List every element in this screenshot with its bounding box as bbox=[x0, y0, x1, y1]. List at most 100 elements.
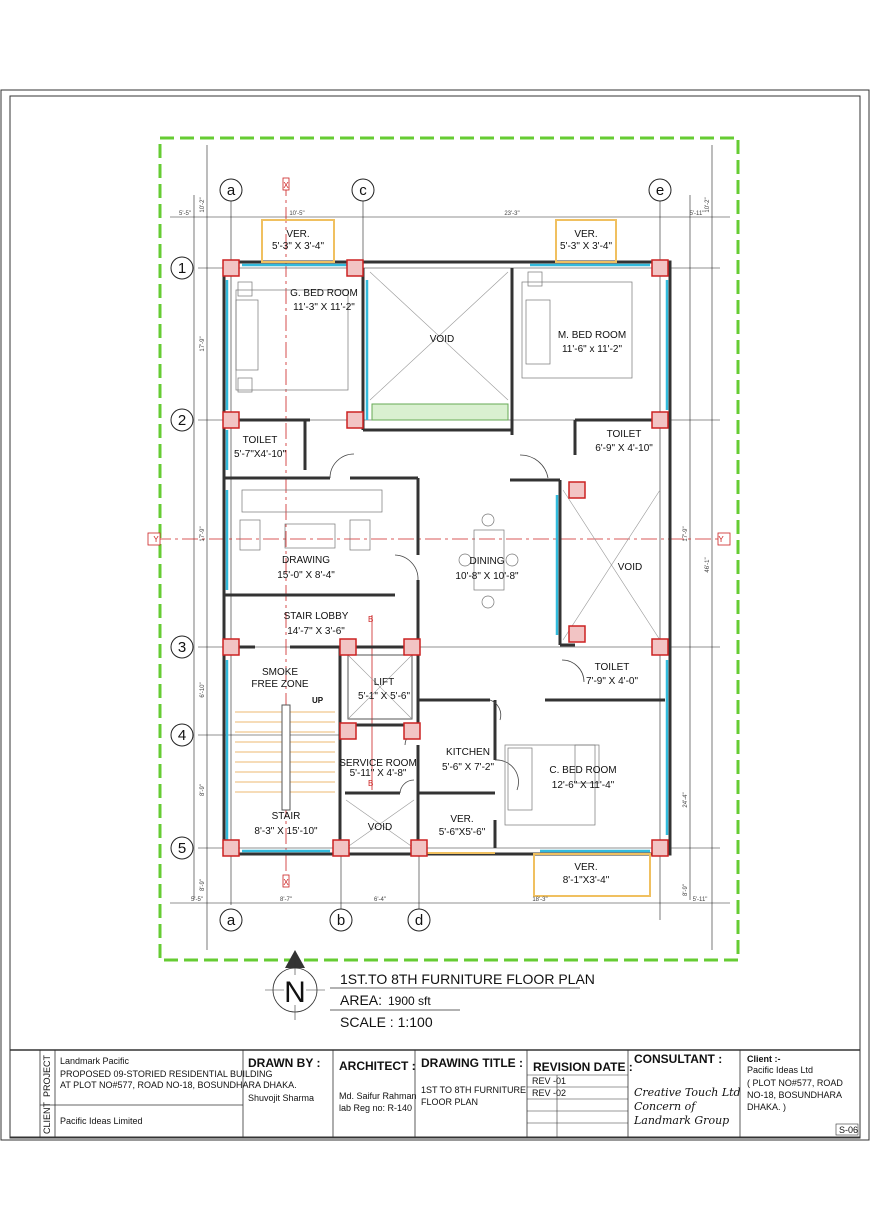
section-b-bottom-label: B bbox=[368, 779, 373, 788]
tb-architect-reg: lab Reg no: R-140 bbox=[339, 1103, 412, 1113]
axis-row-3: 3 bbox=[170, 635, 194, 659]
tb-sheet-number: S-06 bbox=[839, 1125, 858, 1135]
section-y-right-label: Y bbox=[718, 535, 724, 544]
tb-client-label: Client :- bbox=[747, 1054, 781, 1064]
tb-client-tag: CLIENT bbox=[42, 1101, 52, 1134]
plan-area-label: AREA: bbox=[340, 992, 382, 1008]
room-void-bottom-name: VOID bbox=[368, 822, 392, 833]
site-boundary bbox=[158, 136, 740, 962]
section-y-left-marker bbox=[147, 532, 161, 546]
room-service-name: SERVICE ROOM bbox=[339, 758, 417, 769]
structural-column bbox=[346, 411, 364, 429]
axis-row-1: 1 bbox=[170, 256, 194, 280]
room-stair-name: STAIR bbox=[272, 811, 301, 822]
structural-column bbox=[222, 259, 240, 277]
room-stair-lobby-size: 14'-7" X 3'-6" bbox=[287, 626, 345, 637]
axis-row-2: 2 bbox=[170, 408, 194, 432]
dimension-labels: 5'-5" 10'-5" 23'-3" 5'-11" 5'-5" 8'-7" 6… bbox=[179, 197, 711, 903]
verandah-top-right bbox=[555, 219, 617, 263]
tb-drawing-title-label: DRAWING TITLE : bbox=[421, 1056, 523, 1070]
room-ver-top-left-name: VER. bbox=[286, 229, 309, 240]
room-ver-top-right-name: VER. bbox=[574, 229, 597, 240]
structural-column bbox=[222, 839, 240, 857]
tb-consultant-label: CONSULTANT : bbox=[634, 1052, 722, 1066]
tb-rev1: REV -01 bbox=[532, 1076, 566, 1086]
dim-right-1: 17'-9" bbox=[683, 526, 689, 541]
planter-strip bbox=[371, 403, 509, 421]
axis-col-a-top-label: a bbox=[227, 182, 236, 199]
room-dining-size: 10'-8" X 10'-8" bbox=[455, 571, 519, 582]
tb-consultant-1: Creative Touch Ltd bbox=[634, 1086, 741, 1099]
room-m-bed-size: 11'-6" x 11'-2" bbox=[562, 344, 622, 355]
tb-project-line1: PROPOSED 09-STORIED RESIDENTIAL BUILDING bbox=[60, 1069, 273, 1079]
section-y-left-label: Y bbox=[153, 535, 159, 544]
room-toilet-left-size: 5'-7"X4'-10" bbox=[234, 449, 287, 460]
axis-row-2-label: 2 bbox=[178, 412, 186, 429]
dim-top-1: 10'-5" bbox=[289, 211, 304, 217]
dim-top-3: 5'-11" bbox=[690, 211, 705, 217]
grid-axis-bubbles: a c e a b d 1 2 3 4 5 bbox=[170, 178, 672, 932]
room-ver-top-left-size: 5'-3" X 3'-4" bbox=[272, 241, 325, 252]
north-arrow: N bbox=[265, 950, 325, 1020]
room-m-bed-name: M. BED ROOM bbox=[558, 330, 626, 341]
section-x-bottom-marker bbox=[282, 874, 290, 888]
room-ver-kitchen-size: 5'-6"X5'-6" bbox=[439, 827, 486, 838]
tb-client-4: DHAKA. ) bbox=[747, 1102, 786, 1112]
structural-column bbox=[403, 638, 421, 656]
room-kitchen-name: KITCHEN bbox=[446, 747, 490, 758]
tb-drawing-title-2: FLOOR PLAN bbox=[421, 1097, 478, 1107]
structural-column bbox=[339, 638, 357, 656]
title-block: PROJECT CLIENT Landmark Pacific PROPOSED… bbox=[9, 1049, 861, 1138]
tb-client-name: Pacific Ideas Limited bbox=[60, 1116, 143, 1126]
room-stair-size: 8'-3" X 15'-10" bbox=[254, 826, 318, 837]
structural-column bbox=[403, 722, 421, 740]
dim-bottom-4: 5'-11" bbox=[693, 897, 708, 903]
axis-col-d-bottom-label: d bbox=[415, 912, 423, 929]
structural-column bbox=[346, 259, 364, 277]
structural-column bbox=[222, 411, 240, 429]
sheet-number-box bbox=[835, 1123, 859, 1136]
axis-col-e-top: e bbox=[648, 178, 672, 202]
structural-column bbox=[339, 722, 357, 740]
tb-architect-label: ARCHITECT : bbox=[339, 1059, 416, 1073]
structural-column bbox=[651, 259, 669, 277]
tb-client-1: Pacific Ideas Ltd bbox=[747, 1065, 813, 1075]
axis-col-a-bottom-label: a bbox=[227, 912, 236, 929]
dim-bottom-0: 5'-5" bbox=[191, 897, 203, 903]
room-ver-kitchen-name: VER. bbox=[450, 814, 473, 825]
tb-project-line2: AT PLOT NO#577, ROAD NO-18, BOSUNDHARA D… bbox=[60, 1080, 297, 1090]
room-drawing-size: 15'-0" X 8'-4" bbox=[277, 570, 335, 581]
room-toilet-c-name: TOILET bbox=[595, 662, 630, 673]
axis-row-3-label: 3 bbox=[178, 639, 186, 656]
structural-columns bbox=[222, 259, 669, 857]
stair-handrail-divider bbox=[281, 704, 291, 811]
tb-rev2: REV -02 bbox=[532, 1088, 566, 1098]
tb-consultant-3: Landmark Group bbox=[633, 1114, 729, 1127]
room-g-bed-size: 11'-3" X 11'-2" bbox=[293, 302, 355, 313]
dim-bottom-3: 18'-3" bbox=[532, 897, 547, 903]
room-lift-name: LIFT bbox=[374, 677, 395, 688]
tb-client-3: NO-18, BOSUNDHARA bbox=[747, 1090, 842, 1100]
room-g-bed-name: G. BED ROOM bbox=[290, 288, 358, 299]
room-void-top-name: VOID bbox=[430, 334, 454, 345]
dim-left-2: 17'-9" bbox=[200, 526, 206, 541]
walls bbox=[222, 260, 672, 856]
axis-col-a-bottom: a bbox=[219, 908, 243, 932]
dim-left-1: 17'-9" bbox=[200, 336, 206, 351]
stair-up-label: UP bbox=[312, 696, 324, 705]
room-c-bed-name: C. BED ROOM bbox=[549, 765, 616, 776]
lift-shaft bbox=[347, 654, 413, 720]
tb-project-tag: PROJECT bbox=[42, 1054, 52, 1097]
sheet-outer-border bbox=[0, 89, 870, 1141]
dim-left-0: 10'-2" bbox=[200, 197, 206, 212]
sheet-inner-border bbox=[9, 95, 861, 1139]
room-void-right-name: VOID bbox=[618, 562, 642, 573]
axis-col-d-bottom: d bbox=[407, 908, 431, 932]
section-x-bottom-label: X bbox=[283, 878, 289, 887]
room-ver-bottom-name: VER. bbox=[574, 862, 597, 873]
room-toilet-right-size: 6'-9" X 4'-10" bbox=[595, 443, 653, 454]
lift-cross-2 bbox=[347, 654, 413, 720]
dim-right-2: 24'-4" bbox=[683, 792, 689, 807]
structural-column bbox=[651, 839, 669, 857]
plan-area-value: 1900 sft bbox=[388, 994, 431, 1008]
